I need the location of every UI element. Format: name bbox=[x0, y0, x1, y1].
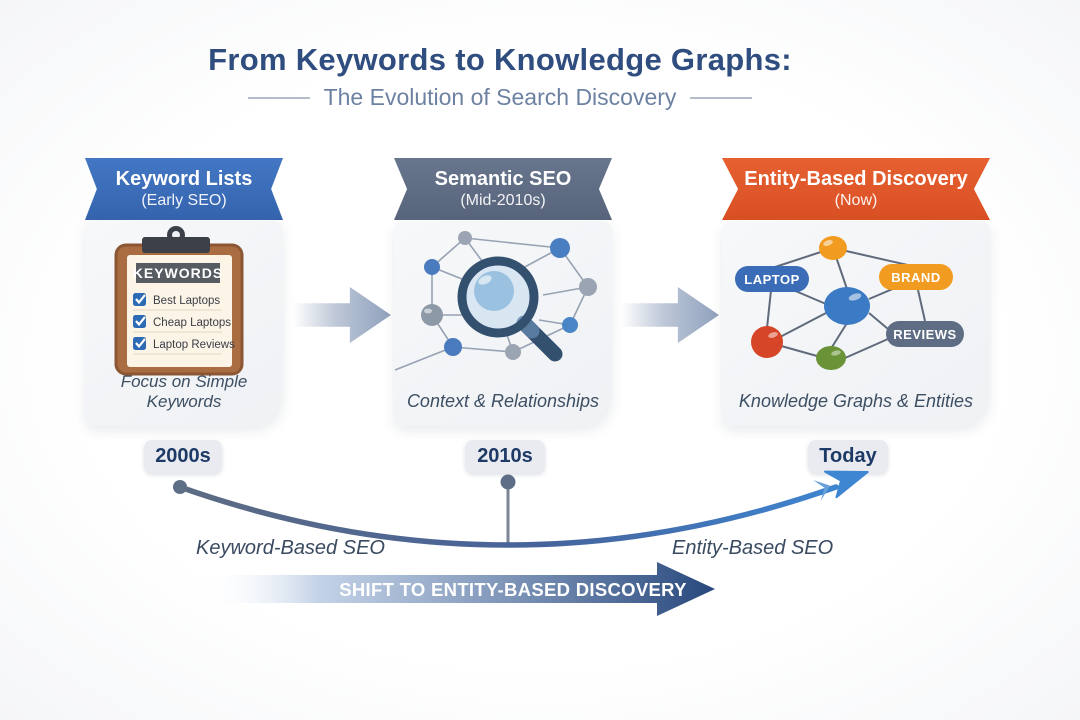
banner-keyword-lists: Keyword Lists (Early SEO) bbox=[85, 158, 283, 220]
timeline-marker-today: Today bbox=[808, 440, 888, 473]
knowledge-graph-icon: LAPTOP BRAND REVIEWS bbox=[735, 236, 964, 370]
banner-title: Keyword Lists bbox=[115, 168, 253, 190]
keyword-item: Laptop Reviews bbox=[153, 339, 235, 351]
page-subtitle-row: The Evolution of Search Discovery bbox=[0, 84, 1000, 111]
banner-semantic-seo: Semantic SEO (Mid-2010s) bbox=[394, 158, 612, 220]
card-keyword-lists: KEYWORDS Best Laptops Cheap Laptops Lapt… bbox=[85, 221, 283, 426]
page-title: From Keywords to Knowledge Graphs: bbox=[208, 42, 792, 77]
timeline-marker-2010s: 2010s bbox=[465, 440, 545, 473]
banner-title: Entity-Based Discovery bbox=[744, 168, 968, 190]
panel-semantic-seo: Semantic SEO (Mid-2010s) bbox=[394, 158, 612, 426]
panel-caption: Knowledge Graphs & Entities bbox=[738, 391, 974, 411]
panel-caption: Focus on Simple Keywords bbox=[120, 372, 248, 411]
timeline-curve bbox=[173, 470, 869, 548]
right-arrow-icon bbox=[293, 287, 391, 343]
subtitle-dash-right bbox=[690, 96, 753, 99]
timeline-dot-2000s bbox=[173, 480, 187, 494]
phase-label-entity: Entity-Based SEO bbox=[672, 537, 834, 559]
banner-period: (Now) bbox=[834, 192, 878, 209]
page-subtitle: The Evolution of Search Discovery bbox=[323, 84, 677, 110]
timeline-dot-2010s bbox=[500, 474, 516, 490]
clipboard-icon: KEYWORDS Best Laptops Cheap Laptops Lapt… bbox=[114, 226, 244, 376]
card-entity-discovery: LAPTOP BRAND REVIEWS Knowledge Graphs & … bbox=[722, 221, 990, 426]
shift-arrow: SHIFT TO ENTITY-BASED DISCOVERY bbox=[205, 562, 715, 616]
panel-entity-discovery: Entity-Based Discovery (Now) bbox=[722, 158, 990, 426]
card-semantic-seo: Context & Relationships bbox=[394, 221, 612, 426]
banner-entity-discovery: Entity-Based Discovery (Now) bbox=[722, 158, 990, 220]
keyword-item: Best Laptops bbox=[153, 295, 220, 307]
subtitle-dash-left bbox=[247, 96, 310, 99]
entity-node-label: REVIEWS bbox=[893, 327, 956, 342]
panel-caption: Context & Relationships bbox=[406, 391, 600, 411]
banner-period: (Early SEO) bbox=[141, 192, 227, 209]
keyword-item: Cheap Laptops bbox=[153, 317, 231, 329]
clipboard-header: KEYWORDS bbox=[133, 265, 223, 281]
semantic-network-icon bbox=[394, 231, 597, 371]
banner-period: (Mid-2010s) bbox=[460, 192, 546, 209]
panel-keyword-lists: Keyword Lists (Early SEO) KEYWORDS bbox=[85, 158, 283, 426]
entity-node-label: BRAND bbox=[891, 270, 940, 285]
timeline-marker-2000s: 2000s bbox=[144, 440, 222, 473]
banner-title: Semantic SEO bbox=[434, 168, 572, 190]
phase-label-keyword: Keyword-Based SEO bbox=[196, 537, 385, 559]
arrowhead-icon bbox=[813, 470, 869, 501]
shift-arrow-label: SHIFT TO ENTITY-BASED DISCOVERY bbox=[339, 579, 687, 600]
right-arrow-icon bbox=[621, 287, 719, 343]
entity-node-label: LAPTOP bbox=[744, 272, 800, 287]
